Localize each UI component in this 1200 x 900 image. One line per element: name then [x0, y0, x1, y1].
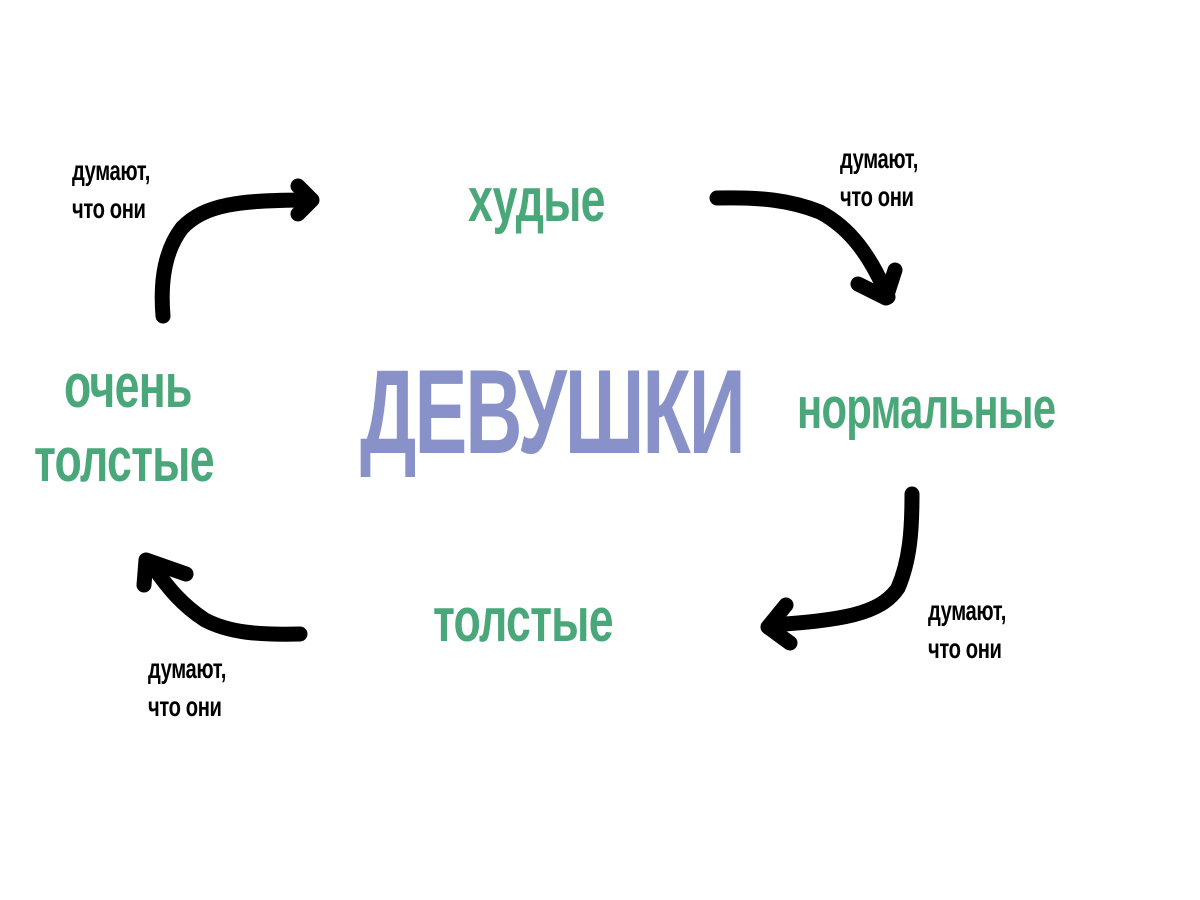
edge-note-very-fat-to-thin: думают, что они: [72, 152, 150, 228]
edge-note-normal-to-fat: думают, что они: [928, 592, 1006, 668]
node-normal: нормальные: [797, 376, 1056, 441]
edge-note-line1: думают,: [148, 653, 227, 684]
edge-note-line2: что они: [72, 193, 146, 224]
edge-note-line1: думают,: [840, 143, 919, 174]
node-very-fat-line1: очень: [64, 352, 192, 421]
arrow-fat-to-very-fat-icon: [136, 552, 308, 642]
node-thin: худые: [468, 166, 605, 235]
arrow-normal-to-fat-icon: [760, 486, 920, 651]
edge-note-line2: что они: [148, 691, 222, 722]
edge-note-line2: что они: [928, 633, 1002, 664]
arrow-very-fat-to-thin-icon: [154, 178, 320, 324]
node-very-fat-line2: толстые: [34, 426, 215, 495]
edge-note-thin-to-normal: думают, что они: [840, 140, 918, 216]
node-fat: толстые: [433, 586, 614, 655]
edge-note-line1: думают,: [928, 595, 1007, 626]
edge-note-line1: думают,: [72, 155, 151, 186]
edge-note-line2: что они: [840, 181, 914, 212]
center-title: ДЕВУШКИ: [360, 345, 746, 479]
arrow-thin-to-normal-icon: [709, 190, 903, 306]
edge-note-fat-to-very-fat: думают, что они: [148, 650, 226, 726]
